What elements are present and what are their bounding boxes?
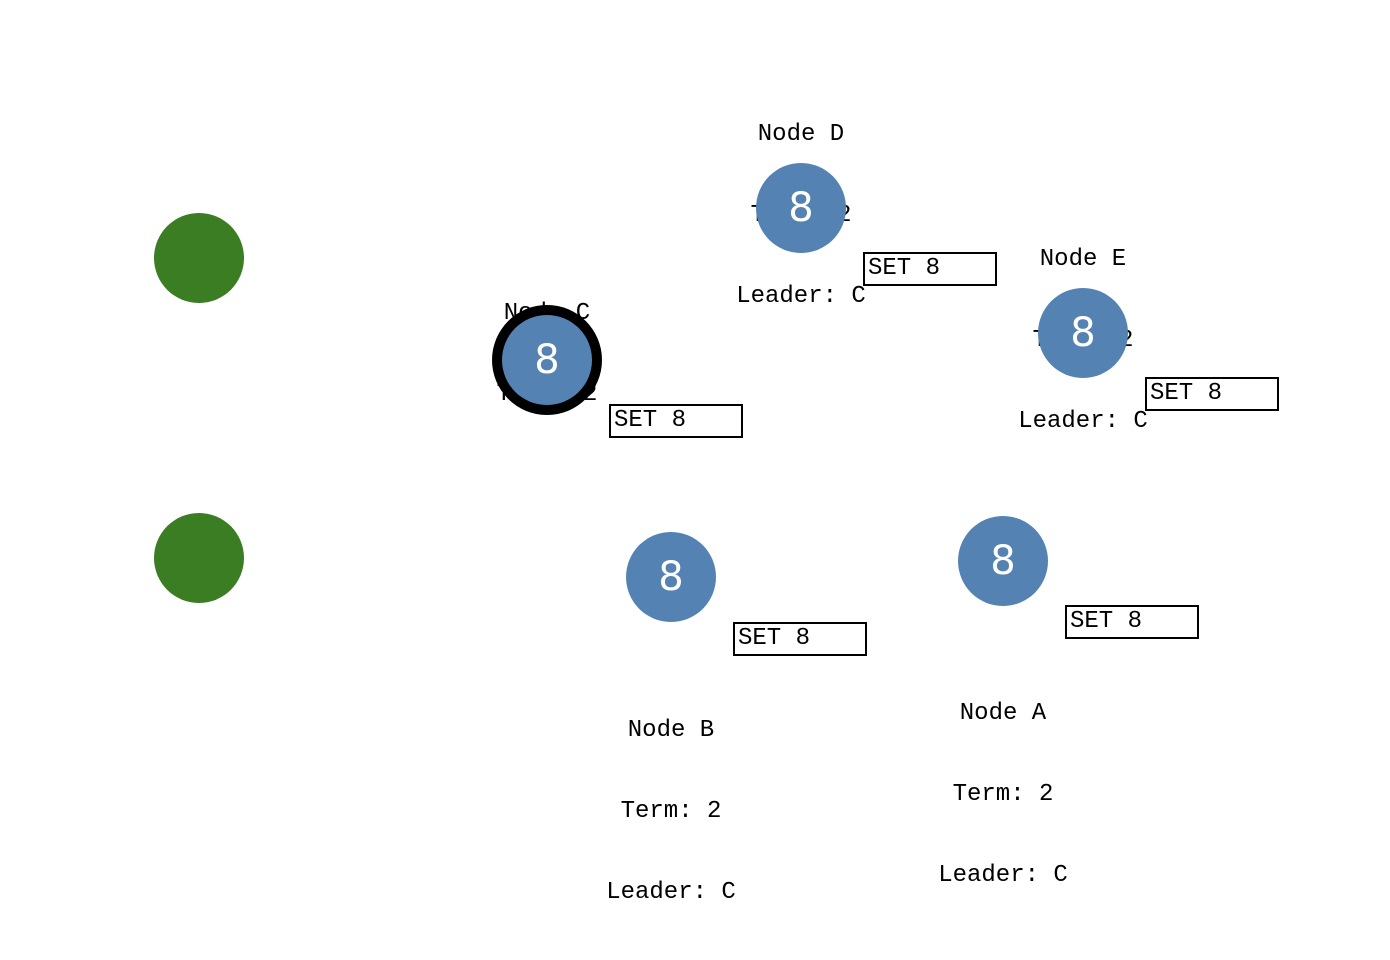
node-b-leader: Leader: C <box>606 879 736 906</box>
node-b-term: Term: 2 <box>620 798 722 825</box>
client-2 <box>154 513 244 603</box>
node-b-value: 8 <box>658 554 684 600</box>
node-b-name: Node B <box>627 717 715 744</box>
node-d-value: 8 <box>788 185 814 231</box>
node-a-value: 8 <box>990 538 1016 584</box>
node-d-name: Node D <box>757 121 845 148</box>
node-b-circle: 8 <box>626 532 716 622</box>
node-a-circle: 8 <box>958 516 1048 606</box>
node-e-leader: Leader: C <box>1018 408 1148 435</box>
node-e-name: Node E <box>1039 246 1127 273</box>
node-e-circle: 8 <box>1038 288 1128 378</box>
node-a-log-entry: SET 8 <box>1065 605 1199 639</box>
node-b-log-entry: SET 8 <box>733 622 867 656</box>
node-a-name: Node A <box>959 700 1047 727</box>
node-d-leader: Leader: C <box>736 283 866 310</box>
node-d-circle: 8 <box>756 163 846 253</box>
node-a-leader: Leader: C <box>938 862 1068 889</box>
node-a-term: Term: 2 <box>952 781 1054 808</box>
node-c-circle: 8 <box>502 315 592 405</box>
node-d-log-entry: SET 8 <box>863 252 997 286</box>
node-e-value: 8 <box>1070 310 1096 356</box>
node-c-value: 8 <box>534 337 560 383</box>
node-a-label: Node A Term: 2 Leader: C <box>883 646 1123 943</box>
client-1 <box>154 213 244 303</box>
node-e-log-entry: SET 8 <box>1145 377 1279 411</box>
node-b-label: Node B Term: 2 Leader: C <box>551 663 791 960</box>
node-c-log-entry: SET 8 <box>609 404 743 438</box>
raft-cluster-diagram: Node C Term: 2 8 SET 8 Node D Term: 2 Le… <box>154 121 1279 906</box>
